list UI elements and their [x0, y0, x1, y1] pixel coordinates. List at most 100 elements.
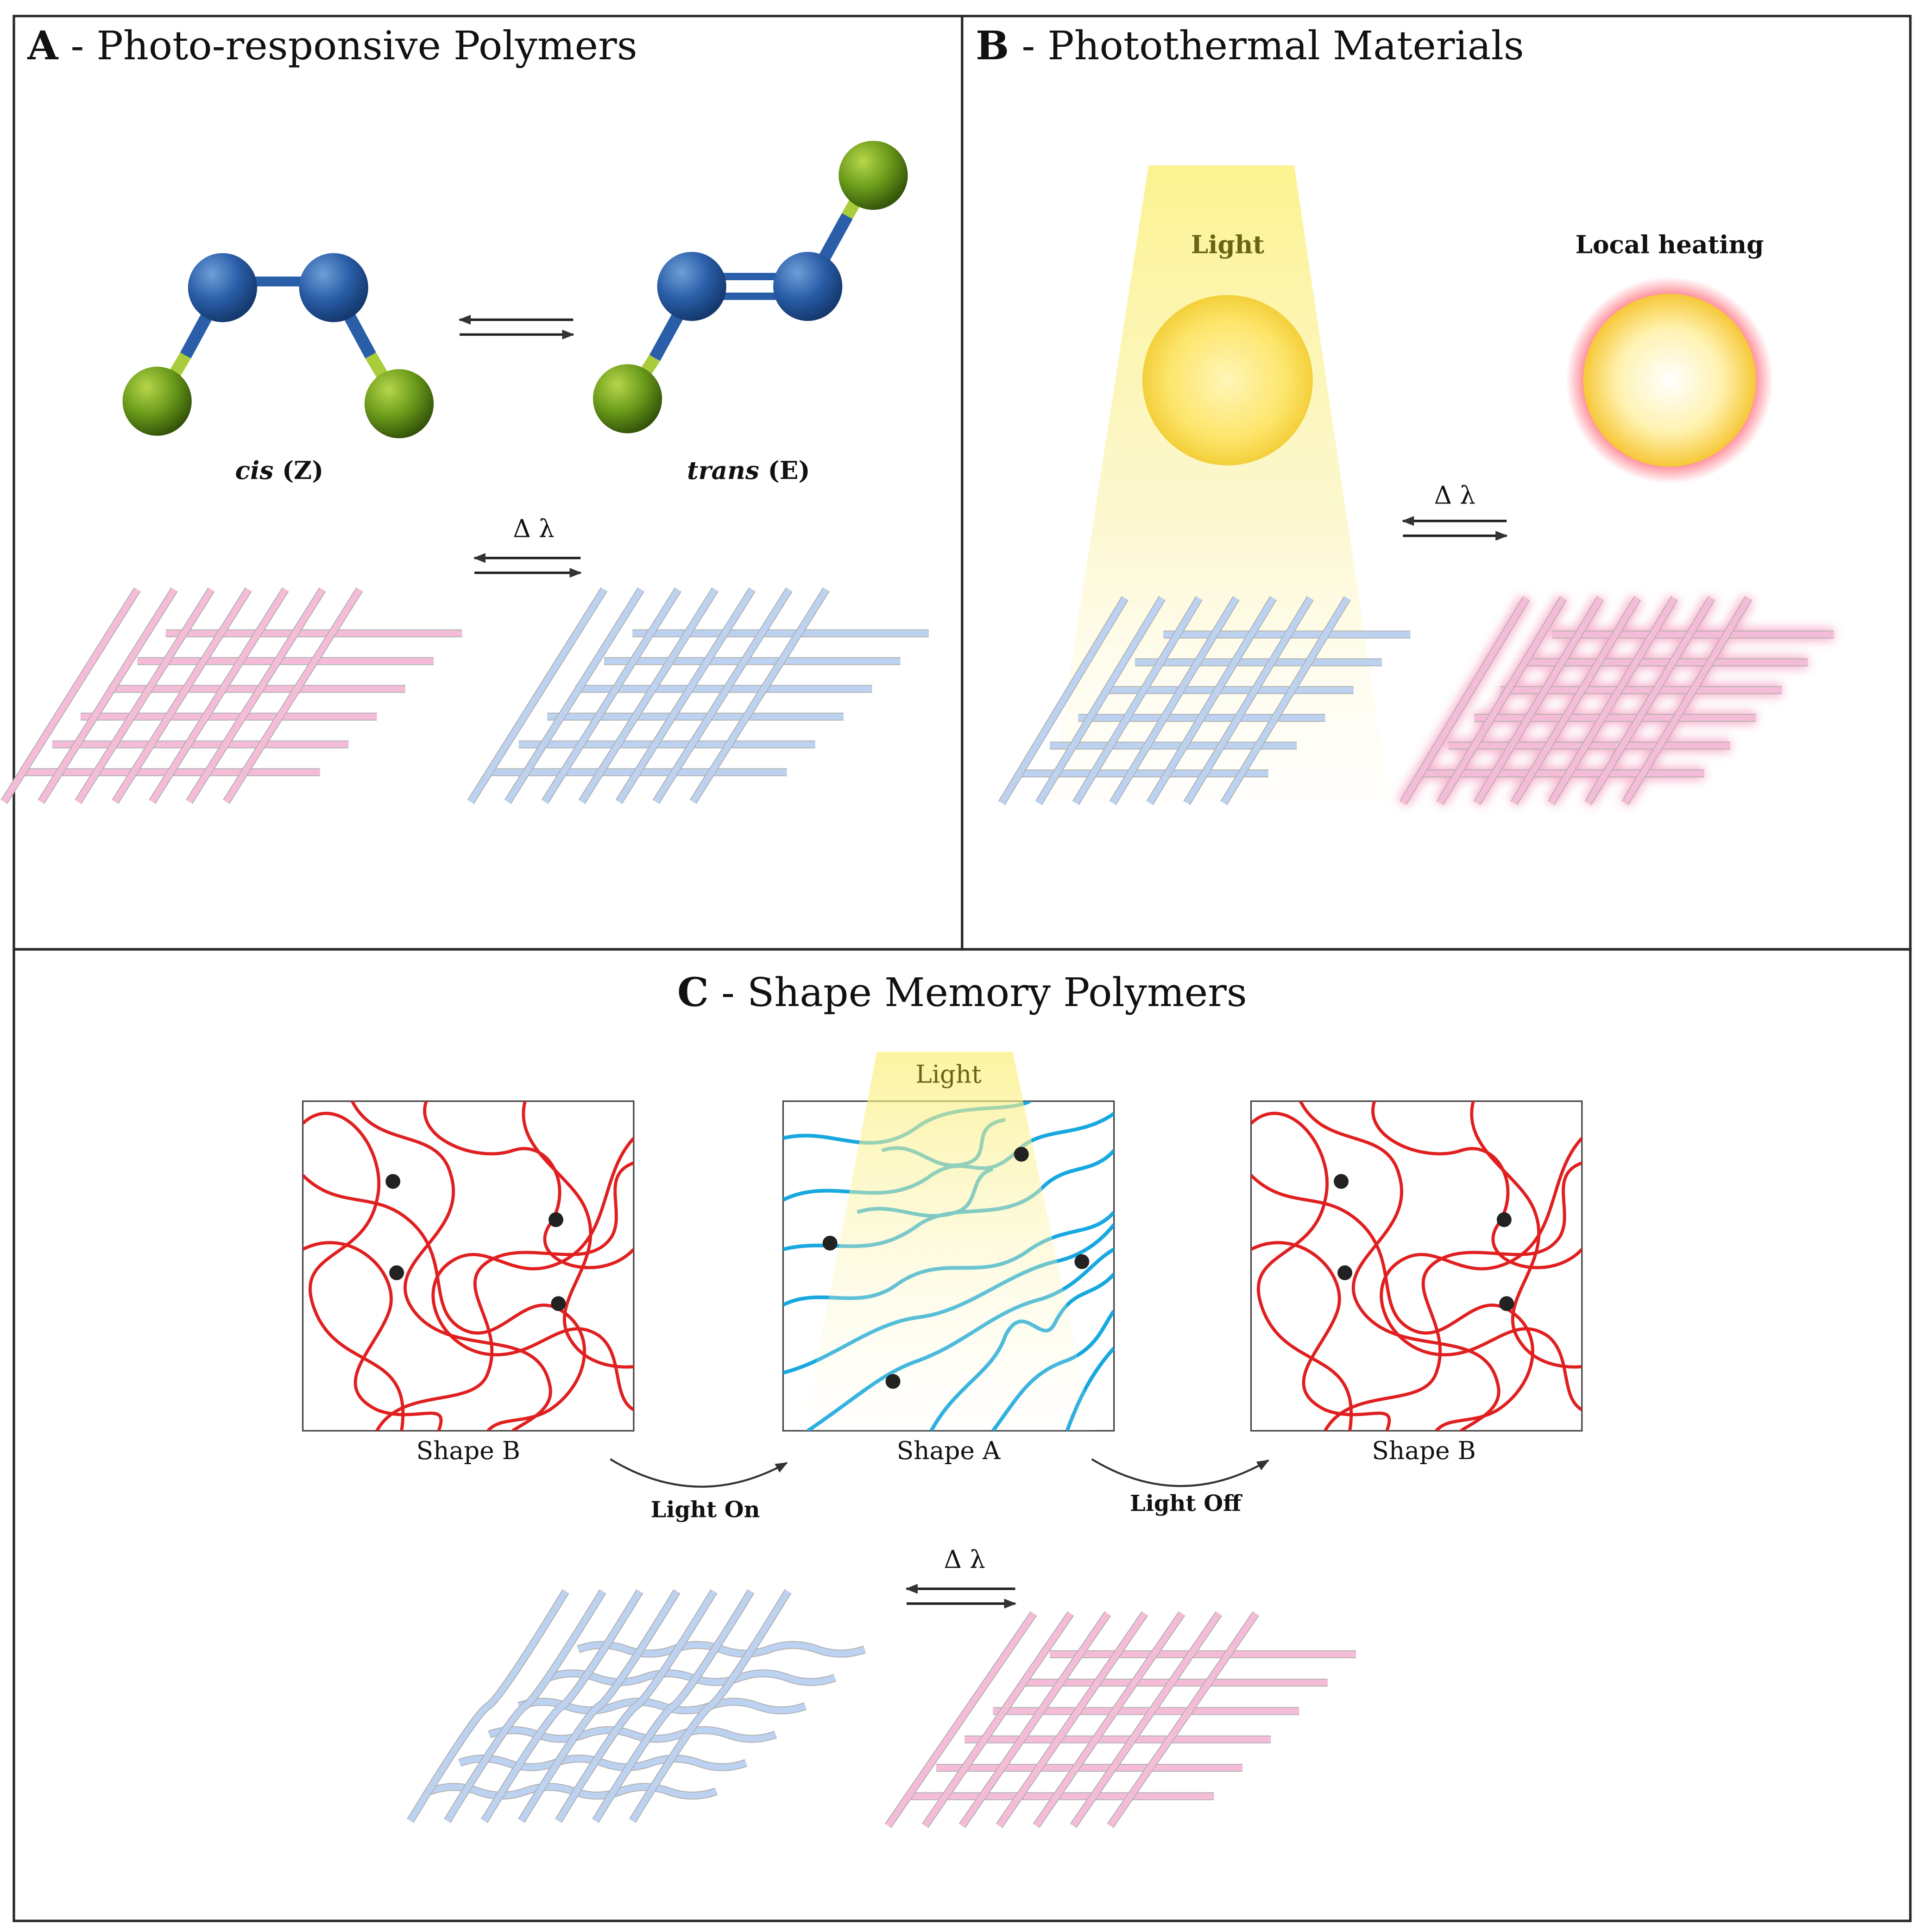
light-on-label: Light On [651, 1497, 760, 1523]
crosslink-node [822, 1235, 838, 1251]
crosslink-node [1337, 1265, 1353, 1280]
light-on-arrow [610, 1458, 788, 1488]
polymer-chain [303, 1174, 586, 1431]
red-tangled-chains-left [303, 1101, 634, 1431]
blue-network-trans [467, 587, 929, 804]
network-bar-slanted [1147, 596, 1276, 805]
network-bar-slanted [1474, 596, 1603, 805]
pink-network-heated [1399, 596, 1834, 806]
polymer-chain [1251, 1174, 1534, 1431]
light-off-label: Light Off [1130, 1491, 1242, 1517]
polymer-chain [423, 1101, 634, 1270]
network-bar-slanted [555, 1589, 717, 1823]
network-bar-slanted [1511, 596, 1640, 805]
network-bar-slanted [75, 588, 214, 804]
polymer-chain [303, 1112, 405, 1431]
light-label: Light [1191, 230, 1265, 259]
network-bar-slanted [1036, 596, 1165, 805]
network-bar-slanted [630, 1589, 791, 1823]
polymer-chain [431, 1137, 634, 1411]
polymer-chain [1251, 1241, 1391, 1431]
polymer-chain [522, 1101, 634, 1369]
blue-network-unheated [998, 596, 1411, 806]
network-bar-horizontal [488, 1727, 777, 1742]
crosslink-node [389, 1265, 404, 1280]
network-bar-slanted [223, 588, 362, 804]
crosslink-node [1334, 1174, 1349, 1189]
panel-c: C - Shape Memory Polymers Shape B Light … [302, 969, 1583, 1828]
crosslink-nodes-middle [822, 1146, 1090, 1389]
network-bar-slanted [505, 588, 644, 804]
heated-sun [1583, 294, 1756, 467]
network-bar-slanted [1034, 1611, 1185, 1828]
light-sun [1142, 295, 1313, 466]
light-beam-c [803, 1051, 1093, 1431]
polymer-chain [1299, 1101, 1501, 1431]
network-bar-slanted [593, 1589, 754, 1823]
network-bar-slanted [1221, 596, 1350, 805]
shape-right-label: Shape B [1372, 1436, 1475, 1465]
trans-molecule [593, 140, 908, 434]
crosslink-node [1074, 1254, 1090, 1269]
network-bar-horizontal [458, 1755, 747, 1770]
network-bar-slanted [690, 588, 829, 804]
network-bar-slanted [468, 588, 607, 804]
panel-c-delta-label: Δ λ [944, 1545, 985, 1574]
panel-a-network-arrows [473, 553, 582, 578]
network-bar-slanted [1, 588, 140, 804]
network-bar-slanted [1400, 596, 1529, 805]
panel-b-network-arrows [1401, 516, 1508, 541]
network-bar-slanted [616, 588, 755, 804]
panel-a: A - Photo-responsive Polymers cis (Z) [0, 23, 929, 804]
network-bar-slanted [186, 588, 325, 804]
network-bar-slanted [407, 1589, 569, 1823]
polymer-chain [1380, 1137, 1582, 1411]
network-bar-slanted [1585, 596, 1715, 805]
network-bar-slanted [444, 1589, 605, 1823]
network-bar-slanted [1108, 1611, 1259, 1828]
crosslink-node [1499, 1296, 1514, 1311]
network-bar-slanted [1548, 596, 1677, 805]
cis-molecule [122, 253, 434, 439]
panel-b-title: B - Photothermal Materials [976, 23, 1524, 69]
polymer-chain [1470, 1101, 1582, 1369]
pink-network-straight [884, 1611, 1356, 1828]
polymer-chain [1371, 1101, 1582, 1270]
shape-left-label: Shape B [416, 1436, 520, 1465]
network-bar-slanted [1110, 596, 1239, 805]
network-bar-slanted [481, 1589, 643, 1823]
network-bar-slanted [959, 1611, 1110, 1828]
light-label-c: Light [915, 1060, 981, 1089]
polymer-chain [375, 1161, 634, 1431]
crosslink-node [1496, 1212, 1512, 1227]
network-bar-slanted [1437, 596, 1566, 805]
pink-network-cis [0, 587, 462, 804]
network-bar-slanted [1622, 596, 1752, 805]
panel-c-frame [13, 948, 1912, 1922]
panel-a-title: A - Photo-responsive Polymers [27, 23, 637, 69]
crosslink-node [385, 1174, 401, 1189]
network-bar-slanted [149, 588, 288, 804]
polymer-chain [1251, 1112, 1353, 1431]
trans-label: trans (E) [687, 456, 810, 485]
blue-network-wavy [407, 1589, 866, 1823]
network-bar-slanted [922, 1611, 1073, 1828]
red-tangled-chains-right [1251, 1101, 1582, 1431]
network-bar-slanted [1184, 596, 1313, 805]
panel-a-delta-label: Δ λ [513, 514, 554, 543]
network-bar-slanted [579, 588, 718, 804]
network-bar-slanted [542, 588, 681, 804]
network-bar-slanted [112, 588, 252, 804]
network-bar-slanted [996, 1611, 1147, 1828]
polymer-chain [351, 1101, 552, 1431]
network-bar-horizontal [577, 1642, 866, 1657]
network-bar-slanted [885, 1611, 1036, 1828]
panel-b: B - Photothermal Materials Light Local h… [976, 23, 1834, 806]
panel-c-title: C - Shape Memory Polymers [677, 969, 1247, 1016]
crosslink-node [548, 1212, 563, 1227]
cis-label: cis (Z) [235, 456, 324, 485]
crosslink-node [885, 1374, 901, 1389]
crosslink-node [551, 1296, 566, 1311]
polymer-chain [1324, 1161, 1582, 1431]
